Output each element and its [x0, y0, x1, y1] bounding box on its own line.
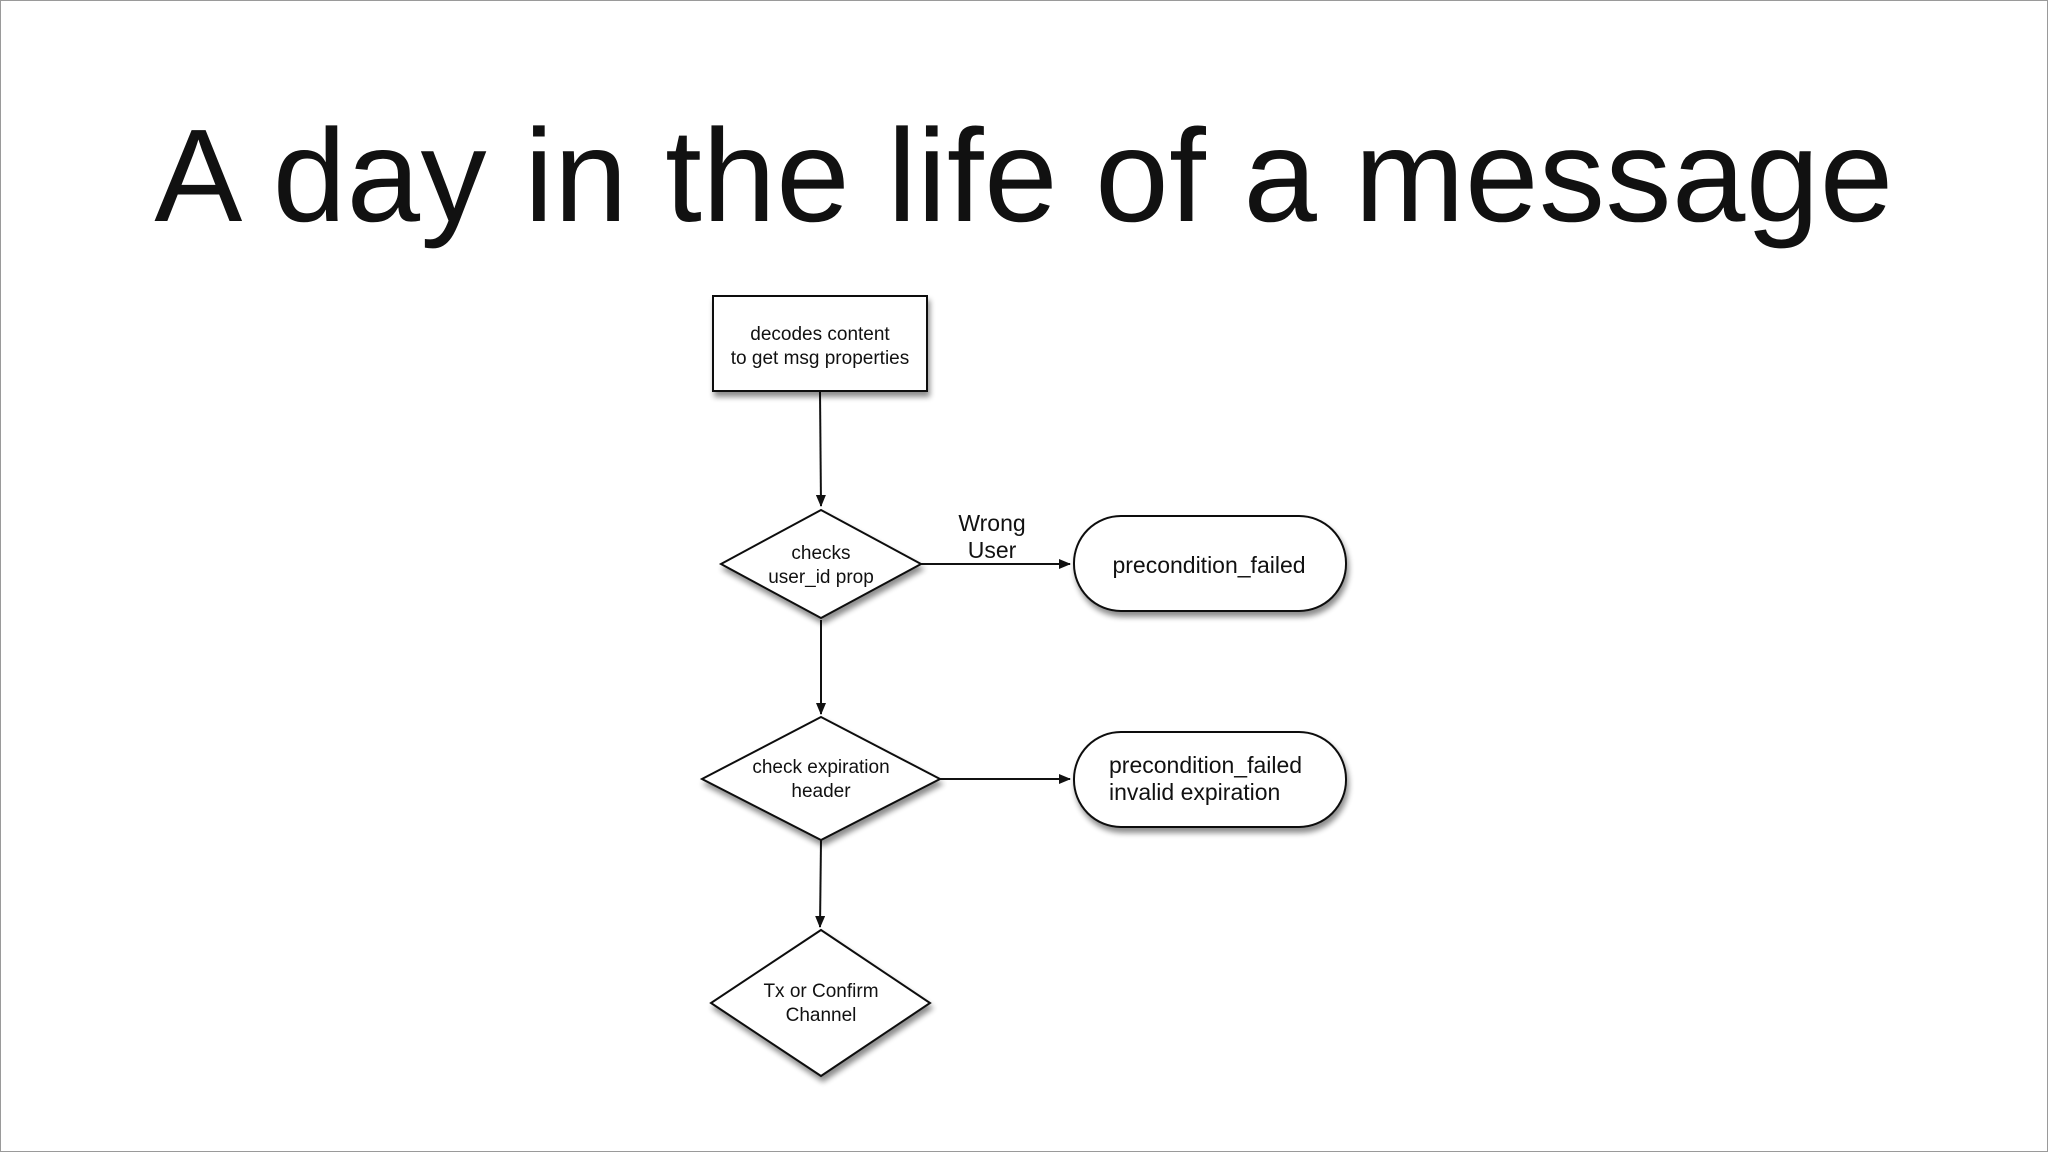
node-tx-confirm-channel-line2: Channel — [786, 1005, 857, 1026]
edge-label-wrong-user-line2: User — [968, 537, 1017, 563]
node-precondition-failed-expiration-line1: precondition_failed — [1109, 752, 1302, 778]
node-precondition-failed-expiration: precondition_failed invalid expiration — [1073, 731, 1347, 828]
node-check-expiration-line2: header — [791, 781, 851, 802]
node-decode-content: decodes content to get msg properties — [712, 295, 928, 392]
node-precondition-failed-expiration-line2: invalid expiration — [1109, 779, 1280, 805]
node-check-expiration-line1: check expiration — [752, 757, 889, 778]
node-tx-confirm-channel: Tx or Confirm Channel — [709, 928, 932, 1078]
edge-expiration-to-channel — [815, 839, 826, 928]
node-decode-content-line2: to get msg properties — [731, 348, 909, 369]
node-precondition-failed-user: precondition_failed — [1073, 515, 1347, 612]
node-check-user-id: checks user_id prop — [718, 508, 924, 620]
node-check-user-id-line2: user_id prop — [768, 567, 874, 588]
node-check-expiration: check expiration header — [699, 715, 943, 842]
edge-label-wrong-user-line1: Wrong — [958, 510, 1025, 536]
node-check-user-id-line1: checks — [791, 543, 850, 564]
node-precondition-failed-user-line1: precondition_failed — [1112, 552, 1305, 578]
node-tx-confirm-channel-line1: Tx or Confirm — [763, 981, 878, 1002]
edge-decode-to-check-user — [815, 391, 826, 507]
slide-title: A day in the life of a message — [154, 102, 1894, 249]
edge-label-wrong-user: Wrong User — [958, 510, 1025, 563]
node-decode-content-line1: decodes content — [750, 324, 890, 345]
